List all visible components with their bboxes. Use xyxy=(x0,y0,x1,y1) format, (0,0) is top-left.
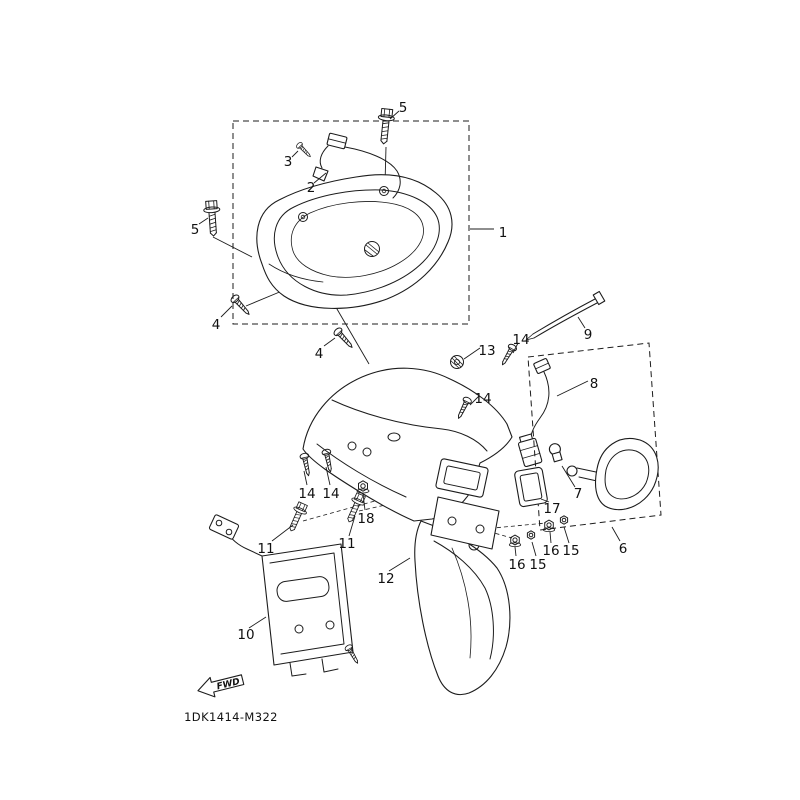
leader-lines xyxy=(198,110,621,629)
clip-2 xyxy=(312,166,329,182)
callout-15-a: 15 xyxy=(562,543,579,559)
screw-4-mid xyxy=(332,325,356,351)
reflector-17 xyxy=(514,466,548,508)
part-callouts: 5 3 2 1 5 4 4 9 13 14 8 14 14 14 18 11 1… xyxy=(191,100,628,643)
wire-harness-8 xyxy=(517,358,551,468)
diagram-code: 1DK1414-M322 xyxy=(184,710,278,724)
fwd-arrow: FWD xyxy=(197,674,245,698)
callout-5-top: 5 xyxy=(399,100,408,116)
callout-1: 1 xyxy=(499,225,508,241)
callout-17: 17 xyxy=(543,501,560,517)
callout-14-d: 14 xyxy=(322,486,339,502)
bulb-7 xyxy=(548,443,563,463)
callout-7: 7 xyxy=(574,486,583,502)
fwd-label: FWD xyxy=(216,677,242,693)
callout-2: 2 xyxy=(307,180,316,196)
callout-3: 3 xyxy=(284,154,293,170)
callout-9: 9 xyxy=(584,327,593,343)
nut-16-left xyxy=(508,534,522,548)
callout-18: 18 xyxy=(357,511,374,527)
callout-11-left: 11 xyxy=(257,541,274,557)
screw-3 xyxy=(295,140,314,160)
bolt-5-left xyxy=(202,199,223,238)
plate-bracket-10 xyxy=(208,514,354,677)
license-light-housing xyxy=(435,458,489,498)
fwd-arrow-shape xyxy=(197,674,245,698)
mud-flap xyxy=(414,520,511,696)
callout-14-c: 14 xyxy=(298,486,315,502)
grommet-13 xyxy=(450,355,464,369)
callout-15-b: 15 xyxy=(529,557,546,573)
nut-15-right xyxy=(559,515,569,525)
cable-tie-9 xyxy=(525,290,606,341)
callout-4-mid: 4 xyxy=(315,346,324,362)
callout-16-a: 16 xyxy=(542,543,559,559)
turn-signal-lens xyxy=(595,438,659,511)
bolt-5-top xyxy=(375,107,396,146)
callout-8: 8 xyxy=(590,376,599,392)
nut-15-left xyxy=(526,530,536,540)
taillight-harness xyxy=(312,132,401,199)
callout-13: 13 xyxy=(478,343,495,359)
callout-16-b: 16 xyxy=(508,557,525,573)
callout-6: 6 xyxy=(619,541,628,557)
callout-14-b: 14 xyxy=(474,391,491,407)
fender-bracket-plate xyxy=(430,496,500,550)
callout-14-a: 14 xyxy=(512,332,529,348)
callout-12: 12 xyxy=(377,571,394,587)
taillight-unit xyxy=(256,174,453,309)
rear-fender-12 xyxy=(302,367,513,696)
callout-11-right: 11 xyxy=(338,536,355,552)
nut-16-right xyxy=(542,519,556,533)
callout-10: 10 xyxy=(237,627,254,643)
bulb-socket xyxy=(517,433,543,468)
callout-4-left: 4 xyxy=(212,317,221,333)
callout-5-left: 5 xyxy=(191,222,200,238)
